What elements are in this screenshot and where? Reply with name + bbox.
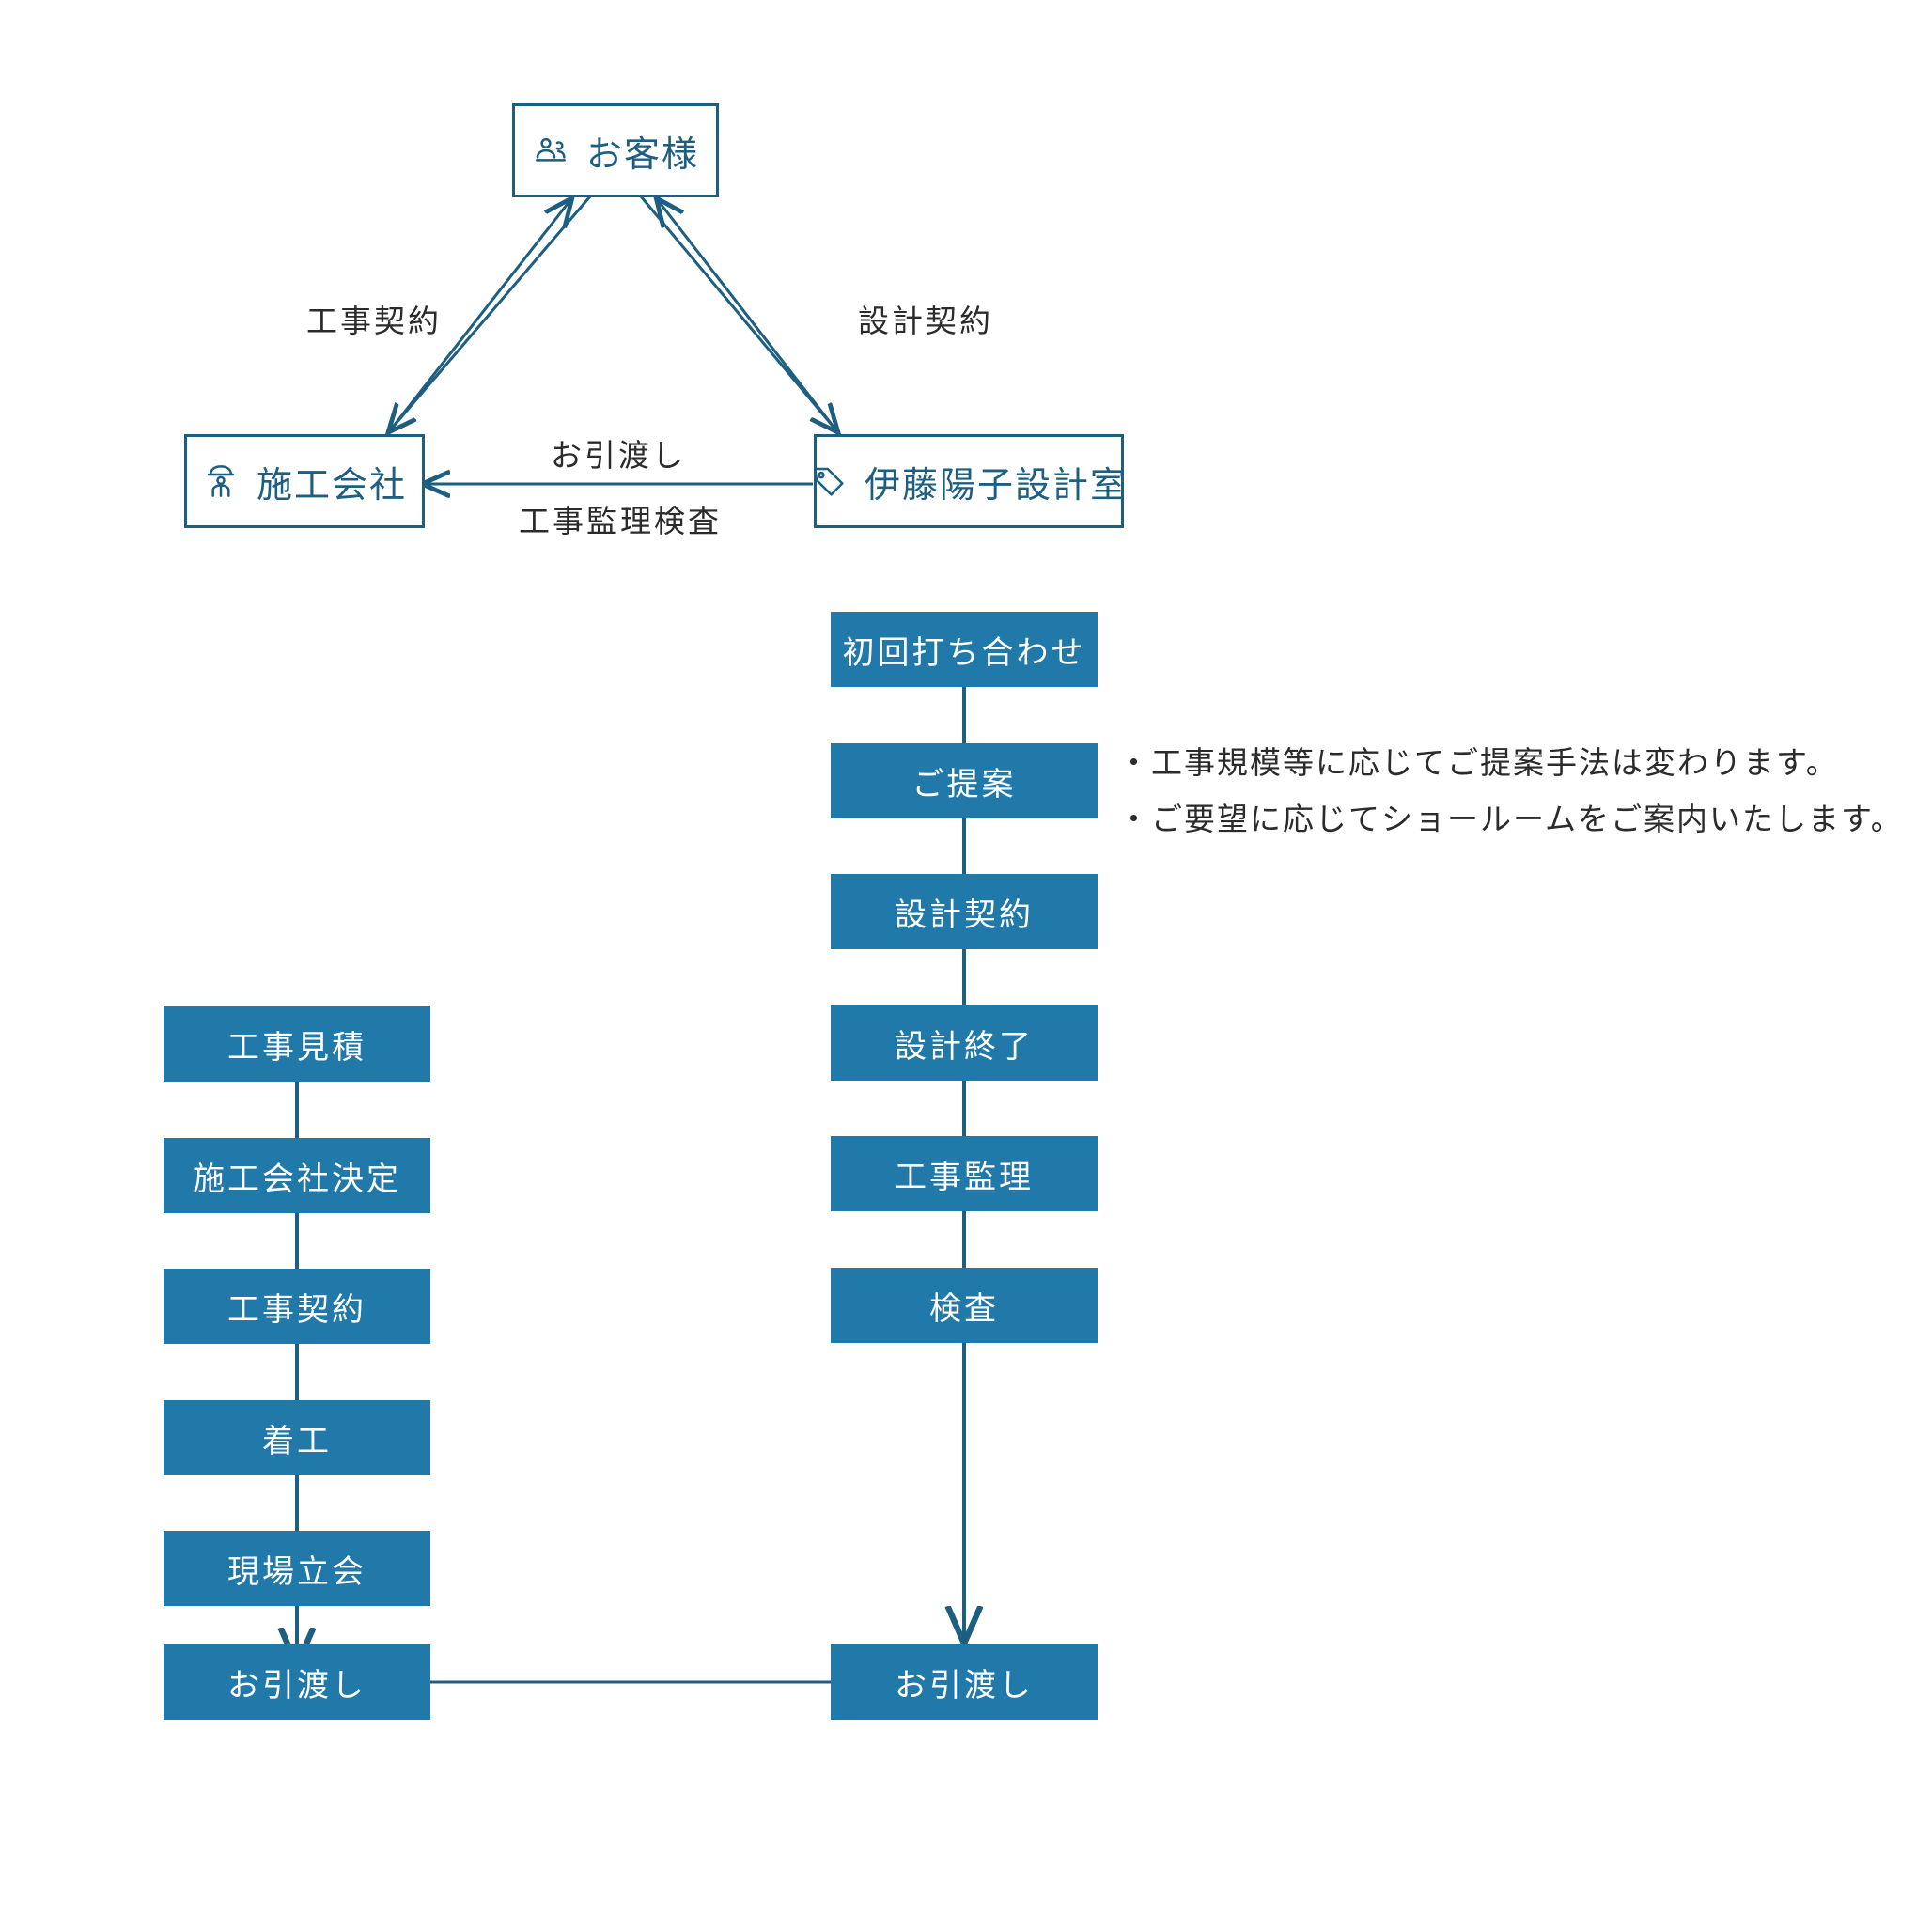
step-label: お引渡し bbox=[227, 1668, 366, 1704]
step-proposal[interactable]: ご提案 bbox=[831, 743, 1098, 818]
step-handover-design[interactable]: お引渡し bbox=[831, 1644, 1098, 1720]
role-box-customer[interactable]: お客様 bbox=[512, 103, 719, 197]
step-label: 設計契約 bbox=[895, 897, 1034, 933]
edge-label-design-contract: 設計契約 bbox=[858, 305, 993, 339]
edge-label-supervision-inspection: 工事監理検査 bbox=[519, 506, 722, 539]
note-proposal-method: ・工事規模等に応じてご提案手法は変わります。 bbox=[1118, 747, 1839, 781]
note-showroom: ・ご要望に応じてショールームをご案内いたします。 bbox=[1118, 803, 1904, 837]
edge-label-handover: お引渡し bbox=[551, 440, 686, 474]
step-label: 設計終了 bbox=[895, 1029, 1034, 1065]
role-label-design-office: 伊藤陽子設計室 bbox=[865, 465, 1129, 506]
step-label: 工事契約 bbox=[227, 1292, 366, 1328]
step-label: 現場立会 bbox=[227, 1554, 366, 1590]
two-people-icon bbox=[532, 132, 569, 169]
step-label: ご提案 bbox=[911, 767, 1017, 803]
step-construction-supervision[interactable]: 工事監理 bbox=[831, 1136, 1098, 1211]
step-label: お引渡し bbox=[895, 1668, 1034, 1704]
role-label-customer: お客様 bbox=[585, 134, 699, 175]
step-label: 工事監理 bbox=[895, 1160, 1034, 1195]
role-box-design-office[interactable]: 伊藤陽子設計室 bbox=[814, 434, 1126, 528]
construction-worker-icon bbox=[202, 462, 240, 500]
step-handover-construction[interactable]: お引渡し bbox=[164, 1644, 430, 1720]
role-box-contractor[interactable]: 施工会社 bbox=[184, 434, 425, 528]
step-label: 初回打ち合わせ bbox=[842, 635, 1086, 671]
step-first-meeting[interactable]: 初回打ち合わせ bbox=[831, 612, 1098, 687]
step-design-complete[interactable]: 設計終了 bbox=[831, 1005, 1098, 1081]
step-inspection[interactable]: 検査 bbox=[831, 1268, 1098, 1343]
role-label-contractor: 施工会社 bbox=[256, 465, 407, 506]
step-site-attendance[interactable]: 現場立会 bbox=[164, 1531, 430, 1606]
step-label: 着工 bbox=[262, 1424, 332, 1459]
step-label: 検査 bbox=[929, 1291, 999, 1327]
step-construction-start[interactable]: 着工 bbox=[164, 1400, 430, 1475]
step-label: 施工会社決定 bbox=[193, 1161, 401, 1197]
step-design-contract[interactable]: 設計契約 bbox=[831, 874, 1098, 949]
step-construction-contract[interactable]: 工事契約 bbox=[164, 1269, 430, 1344]
step-label: 工事見積 bbox=[227, 1030, 366, 1066]
edge-label-construction-contract: 工事契約 bbox=[306, 305, 442, 339]
step-construction-estimate[interactable]: 工事見積 bbox=[164, 1006, 430, 1082]
tag-icon bbox=[810, 462, 848, 500]
step-contractor-selection[interactable]: 施工会社決定 bbox=[164, 1138, 430, 1213]
